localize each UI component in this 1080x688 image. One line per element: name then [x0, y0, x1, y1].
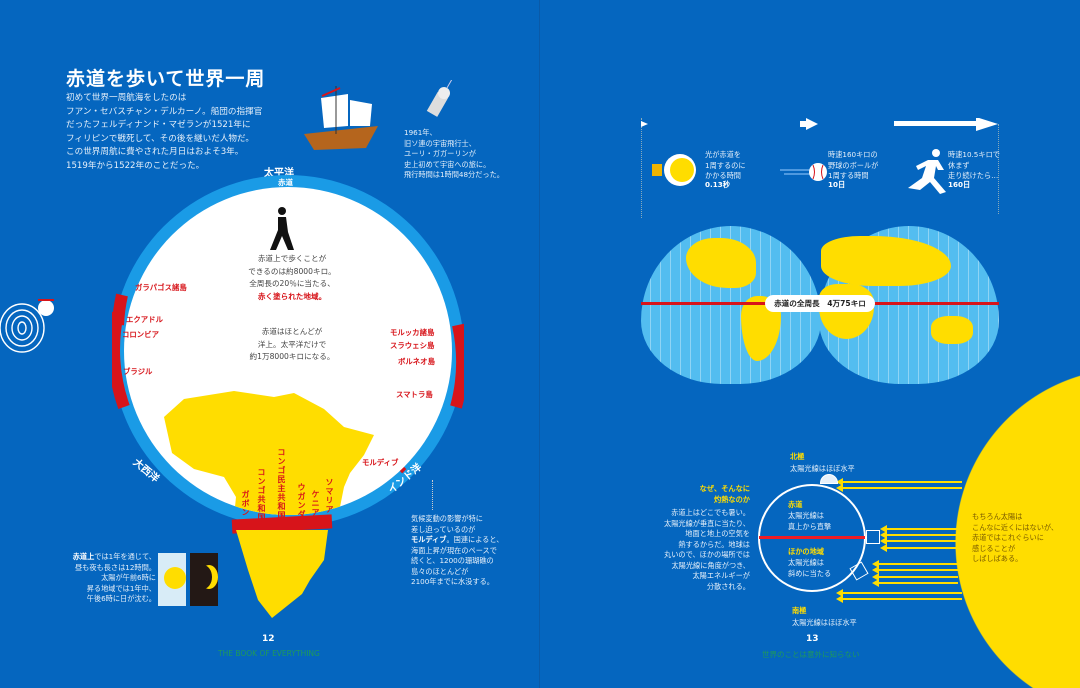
runner-text: 時速10.5キロで 休まず 走り続けたら… — [948, 150, 1000, 180]
igloo-icon — [820, 474, 838, 484]
running-person-icon — [908, 149, 946, 194]
place-ecuador: エクアドル — [126, 315, 163, 324]
maldives-note-1: 気候変動の影響が特に 差し迫っているのが — [411, 514, 483, 534]
place-maldives: モルディブ — [362, 458, 399, 467]
place-gabon: ガボン — [241, 490, 250, 517]
australia — [931, 316, 973, 344]
light-text: 光が赤道を 1周するのに かかる時間 — [705, 150, 746, 180]
world-map: 赤道の全周長 4万75キロ — [641, 226, 999, 384]
gagarin-note: 1961年、 旧ソ連の宇宙飛行士、 ユーリ・ガガーリンが 史上初めて宇宙への旅に… — [404, 128, 504, 179]
southern-africa-map — [236, 530, 328, 618]
africa-map — [164, 391, 374, 515]
walking-person-icon — [270, 207, 294, 250]
place-borneo: ボルネオ島 — [398, 357, 435, 366]
end-line — [998, 124, 999, 214]
leader-line — [432, 480, 433, 510]
daynight-note: 赤道上では1年を通じて、 昼も夜も長さは12時間。 太陽が午前6時に 昇る地域で… — [70, 552, 156, 605]
place-drc: コンゴ民主共和国 — [277, 448, 286, 520]
baseball-icon — [780, 163, 827, 181]
place-somalia: ソマリア — [325, 478, 334, 514]
ocean-text: 赤道はほとんどが 洋上。太平洋だけで 約1万8000キロになる。 — [249, 327, 335, 361]
north-text: 太陽光線はほぼ水平 — [790, 464, 855, 473]
maldives-note-2: 。国連によると、 海面上昇が現在のペースで 続くと、1200の珊瑚礁の 島々のほ… — [411, 535, 504, 586]
walk-text-red: 赤く塗られた地域。 — [257, 291, 327, 301]
place-congo: コンゴ共和国 — [257, 468, 266, 522]
vostok-capsule-icon — [426, 80, 453, 117]
hut-icon — [866, 530, 880, 544]
ball-arrow-icon — [806, 118, 818, 130]
other-text: 太陽光線は 斜めに当たる — [788, 558, 832, 578]
daynight-bold: 赤道上 — [72, 552, 95, 561]
ball-value: 10日 — [828, 180, 846, 189]
walk-text: 赤道上で歩くことが できるのは約8000キロ。 全周長の20％に当たる、 赤く塗… — [222, 253, 362, 303]
light-value: 0.13秒 — [705, 180, 730, 189]
why-title: なぜ、そんなに 灼熱なのか — [699, 484, 750, 504]
equator-text: 太陽光線は 真上から直撃 — [788, 511, 832, 531]
equator-length-label: 赤道の全周長 4万75キロ — [765, 295, 875, 312]
place-colombia: コロンビア — [122, 330, 159, 339]
other-title: ほかの地域 — [788, 547, 824, 556]
place-sulawesi: スラウェシ島 — [390, 341, 435, 350]
earth-equator-line — [759, 536, 865, 539]
light-bulb-icon — [652, 154, 696, 186]
ball-text: 時速160キロの 野球のボールが 1周する時間 — [828, 150, 879, 180]
moon-night-icon — [190, 553, 218, 606]
south-text: 太陽光線はほぼ水平 — [792, 618, 857, 627]
ship-icon — [304, 86, 378, 150]
sun-text: もちろん太陽は こんなに近くにはないが、 赤道ではこれぐらいに 感じることが し… — [972, 512, 1059, 563]
light-arrow-icon — [641, 121, 648, 127]
place-galapagos: ガラパゴス諸島 — [135, 283, 187, 292]
footer-left: THE BOOK OF EVERYTHING — [218, 649, 320, 658]
label-equator: 赤道 — [278, 178, 293, 187]
place-uganda: ウガンダ — [297, 483, 306, 519]
daynight-text: では1年を通じて、 昼も夜も長さは12時間。 太陽が午前6時に 昇る地域では1年… — [74, 552, 156, 603]
page-title: 赤道を歩いて世界一周 — [66, 68, 266, 90]
page-number-left: 12 — [262, 634, 275, 644]
why-text: 赤道上はどこでも暑い。 太陽光線が垂直に当たり、 地面と地上の空気を 熱するから… — [664, 508, 750, 591]
intro-text: 初めて世界一周航海をしたのは フアン・セバスチャン・デルカーノ。船団の指揮官 だ… — [66, 93, 263, 171]
sun-day-icon — [158, 553, 186, 606]
north-title: 北極 — [790, 452, 805, 461]
runner-arrow-icon — [976, 118, 998, 131]
segment-indonesia — [450, 323, 464, 409]
page-divider — [539, 0, 540, 688]
place-moluccas: モルッカ諸島 — [390, 328, 435, 337]
maldives-note-bold: モルディブ — [411, 535, 447, 544]
south-title: 南極 — [792, 606, 807, 615]
walk-text-body: 赤道上で歩くことが できるのは約8000キロ。 全周長の20％に当たる、 — [248, 254, 336, 288]
place-sumatra: スマトラ島 — [396, 390, 433, 399]
segment-south-america — [112, 311, 130, 410]
footer-right: 世界のことは意外に知らない — [762, 650, 860, 659]
label-pacific: 太平洋 — [264, 168, 294, 179]
page-number-right: 13 — [806, 634, 819, 644]
runner-value: 160日 — [948, 180, 971, 189]
speed-arrows — [641, 118, 998, 131]
fingerprint-icon — [0, 299, 54, 353]
sun — [955, 368, 1080, 688]
maldives-note: 気候変動の影響が特に 差し迫っているのが モルディブ。国連によると、 海面上昇が… — [411, 514, 503, 588]
place-kenya: ケニア — [311, 490, 320, 517]
equator-title: 赤道 — [788, 500, 803, 509]
eurasia — [821, 236, 951, 286]
place-brazil: ブラジル — [123, 367, 153, 376]
start-line — [641, 118, 642, 218]
